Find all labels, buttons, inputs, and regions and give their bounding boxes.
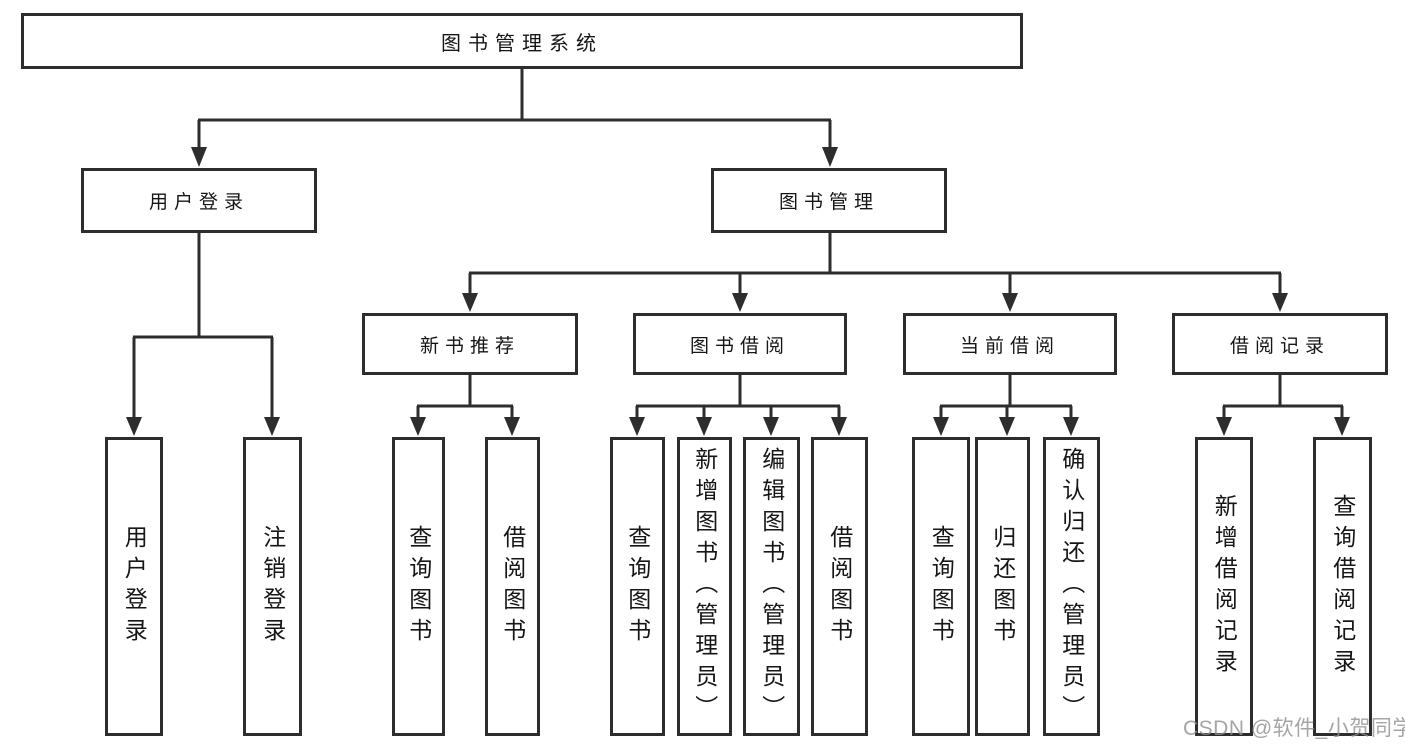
node-new-book-recommend: 新书推荐	[362, 313, 578, 375]
leaf-logout-label: 注销登录	[259, 524, 286, 649]
node-current-borrow-label: 当前借阅	[959, 335, 1060, 357]
connector-book-borrow	[629, 375, 847, 436]
leaf-borrow-books-recommend: 借阅图书	[485, 437, 540, 736]
leaf-query-books-recommend-label: 查询图书	[405, 524, 432, 649]
leaf-query-books-borrow-label: 查询图书	[624, 524, 651, 649]
node-borrow-records: 借阅记录	[1172, 313, 1388, 375]
arrow-down-icon	[696, 417, 712, 436]
node-book-management-label: 图书管理	[778, 192, 879, 213]
leaf-edit-books-admin: 编辑图书（管理员）	[743, 437, 800, 736]
leaf-query-books-borrow: 查询图书	[610, 437, 665, 736]
arrow-down-icon	[933, 417, 949, 436]
csdn-watermark: CSDN @软件_小贺同学	[1183, 717, 1405, 740]
arrow-down-icon	[763, 417, 779, 436]
edge-lines	[468, 233, 1282, 294]
node-user-login: 用户登录	[81, 168, 317, 233]
arrow-down-icon	[264, 417, 280, 436]
leaf-add-books-admin: 新增图书（管理员）	[677, 437, 732, 736]
leaf-borrow-books-label: 借阅图书	[826, 524, 853, 649]
arrow-down-icon	[732, 293, 748, 312]
node-library-management-system-label: 图书管理系统	[441, 32, 603, 55]
arrow-down-icon	[1334, 417, 1350, 436]
node-current-borrow: 当前借阅	[903, 313, 1117, 375]
node-borrow-records-label: 借阅记录	[1229, 335, 1330, 357]
connector-root	[191, 69, 838, 167]
leaf-query-borrow-record: 查询借阅记录	[1313, 437, 1372, 736]
leaf-confirm-return-admin-label: 确认归还（管理员）	[1058, 447, 1085, 726]
leaf-borrow-books: 借阅图书	[811, 437, 868, 736]
leaf-add-borrow-record: 新增借阅记录	[1195, 437, 1253, 736]
arrow-down-icon	[1216, 417, 1232, 436]
leaf-add-borrow-record-label: 新增借阅记录	[1211, 493, 1238, 680]
connector-user-login	[126, 233, 280, 436]
arrow-down-icon	[1002, 293, 1018, 312]
arrow-down-icon	[629, 417, 645, 436]
node-book-borrow: 图书借阅	[633, 313, 847, 375]
arrow-down-icon	[410, 417, 426, 436]
leaf-edit-books-admin-label: 编辑图书（管理员）	[758, 447, 785, 726]
connector-borrow-records	[1216, 375, 1350, 436]
node-book-management: 图书管理	[711, 168, 947, 233]
node-user-login-label: 用户登录	[148, 192, 249, 213]
connector-book-management	[462, 233, 1288, 312]
leaf-user-login-label: 用户登录	[121, 524, 148, 649]
connector-new-book-recommend	[410, 375, 520, 436]
leaf-logout: 注销登录	[243, 437, 302, 736]
leaf-confirm-return-admin: 确认归还（管理员）	[1043, 437, 1100, 736]
node-library-management-system: 图书管理系统	[21, 13, 1023, 69]
arrow-down-icon	[191, 147, 207, 167]
edge-lines	[132, 233, 274, 418]
leaf-add-books-admin-label: 新增图书（管理员）	[691, 447, 718, 726]
leaf-user-login: 用户登录	[105, 437, 163, 736]
leaf-query-books-recommend: 查询图书	[392, 437, 445, 736]
edge-lines	[197, 69, 832, 149]
leaf-query-books-current-label: 查询图书	[928, 524, 955, 649]
edge-lines	[1222, 375, 1344, 419]
arrow-down-icon	[126, 417, 142, 436]
arrow-down-icon	[462, 293, 478, 312]
arrow-down-icon	[831, 417, 847, 436]
arrow-down-icon	[999, 417, 1015, 436]
connector-current-borrow	[933, 375, 1079, 436]
leaf-query-borrow-record-label: 查询借阅记录	[1329, 493, 1356, 680]
arrow-down-icon	[1063, 417, 1079, 436]
leaf-return-books: 归还图书	[975, 437, 1030, 736]
arrow-down-icon	[822, 147, 838, 167]
edge-lines	[635, 375, 841, 419]
leaf-query-books-current: 查询图书	[912, 437, 970, 736]
leaf-return-books-label: 归还图书	[989, 524, 1016, 649]
arrow-down-icon	[1272, 293, 1288, 312]
node-book-borrow-label: 图书借阅	[689, 335, 790, 357]
node-new-book-recommend-label: 新书推荐	[419, 335, 520, 357]
edge-lines	[416, 375, 514, 419]
leaf-borrow-books-recommend-label: 借阅图书	[499, 524, 526, 649]
arrow-down-icon	[504, 417, 520, 436]
edge-lines	[939, 375, 1073, 419]
